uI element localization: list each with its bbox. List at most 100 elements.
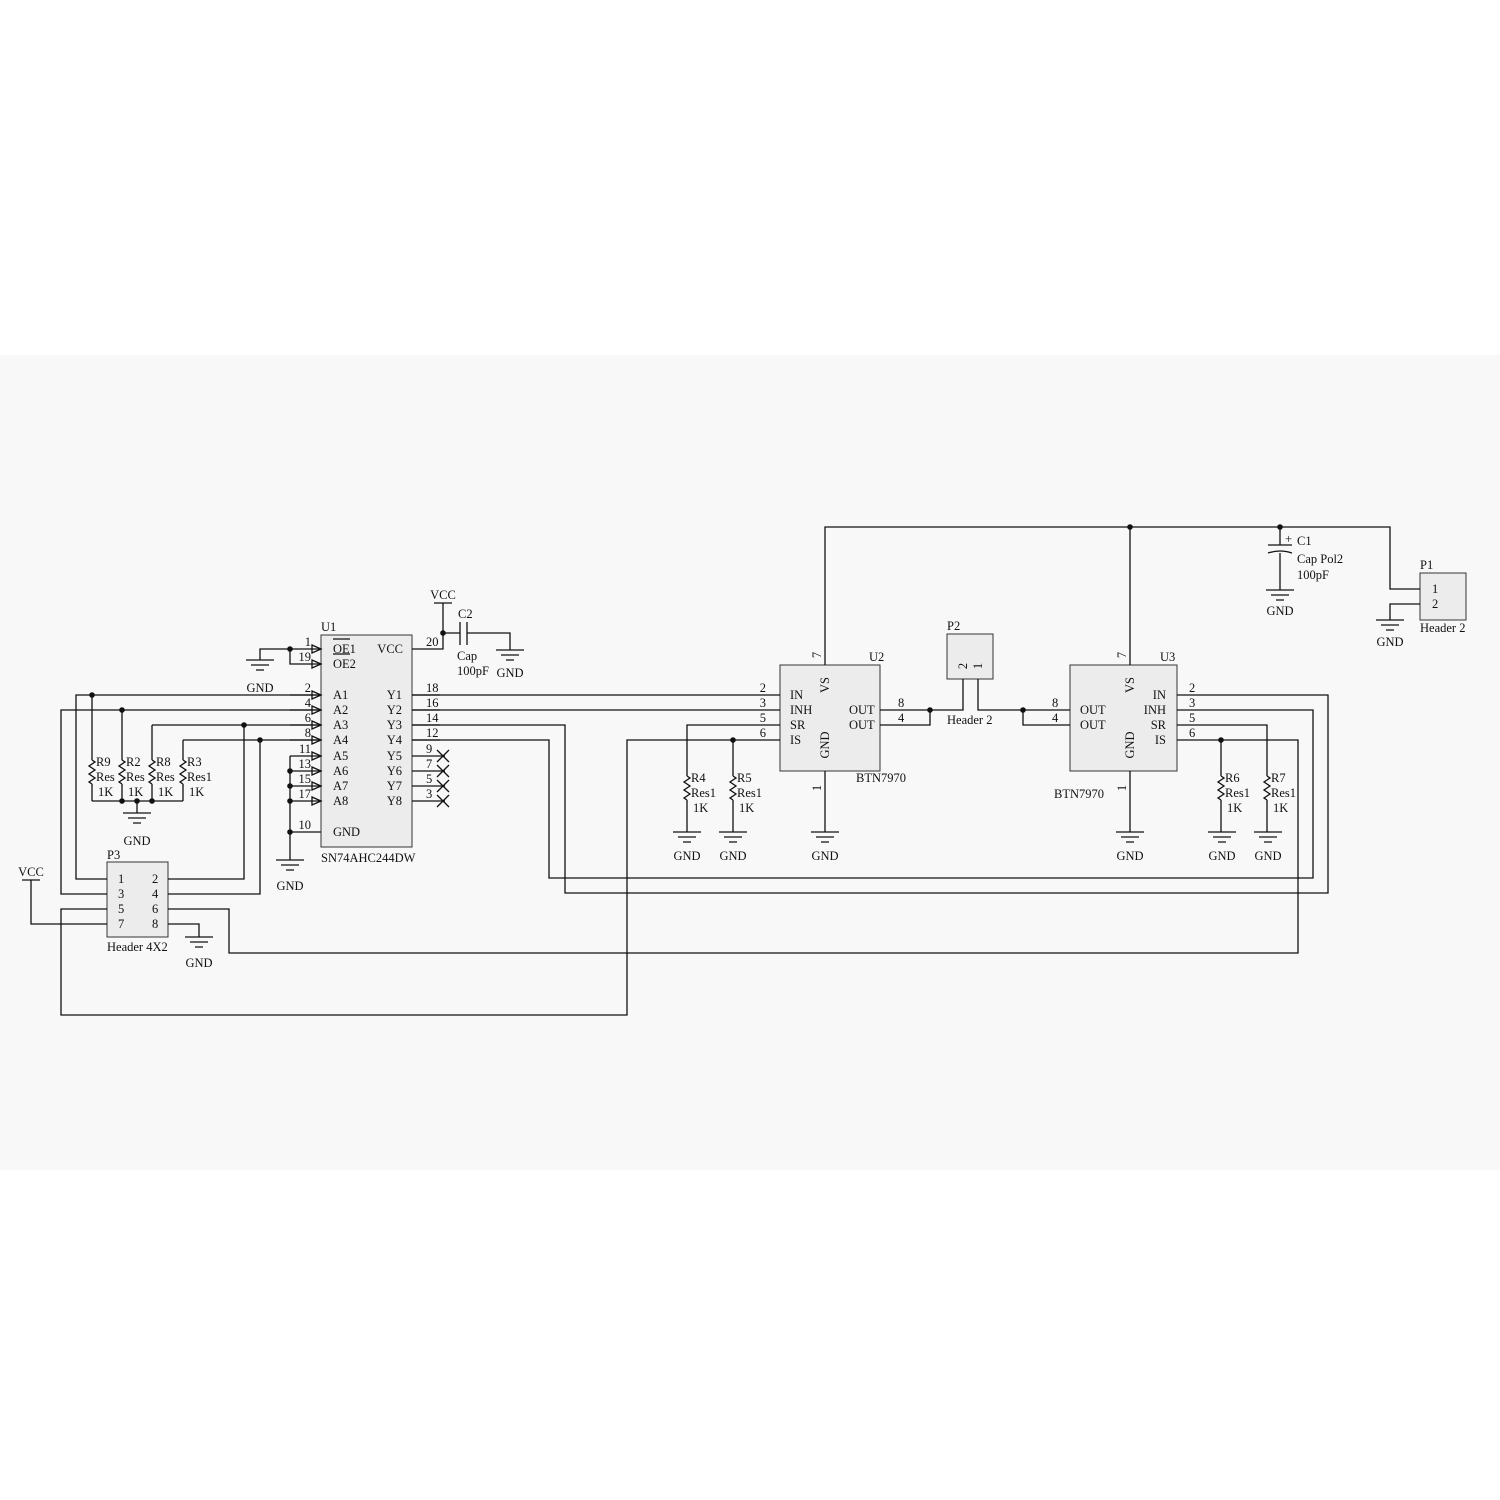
u1-pin-number: 17 (299, 787, 312, 801)
p3-pin-number: 5 (118, 902, 124, 916)
u3-pin-number: 6 (1189, 726, 1195, 740)
junction-dot (730, 737, 736, 743)
input-arrow-icon (311, 795, 323, 807)
u1-pin-name: VCC (377, 642, 403, 656)
junction-dot (287, 646, 293, 652)
oe-overline (333, 638, 350, 655)
c1-polarity: + (1285, 532, 1292, 546)
resistor-ref: R2 (126, 755, 141, 769)
ground-icon (276, 859, 304, 871)
u3-pin-number: 4 (1052, 711, 1059, 725)
wire-p3-7-vcc (30, 880, 107, 925)
resistor-ref: R7 (1271, 771, 1286, 785)
resistor-type: Res (156, 770, 175, 784)
u3-part: BTN7970 (1054, 787, 1104, 801)
ground-icon (1116, 831, 1144, 843)
u3-pin-number: 1 (1115, 785, 1129, 791)
u1-pin-number: 10 (299, 818, 312, 832)
resistor-type: Res (126, 770, 145, 784)
wire-u2-sr (686, 724, 780, 775)
u1-pin-number: 5 (426, 772, 432, 786)
u1-pin-number: 19 (299, 650, 312, 664)
u1-pin-name: A5 (333, 749, 348, 763)
u1-pin-number: 6 (305, 711, 311, 725)
gnd-label: GND (123, 834, 150, 848)
resistor-symbol-icon (147, 759, 157, 785)
u3-pin-name: OUT (1080, 718, 1106, 732)
resistor-ref: R5 (737, 771, 752, 785)
input-arrow-icon (311, 734, 323, 746)
u3-pin-number: 2 (1189, 681, 1195, 695)
u3-ref: U3 (1160, 650, 1175, 664)
p3-body (106, 861, 169, 938)
u1-pin-number: 4 (305, 696, 312, 710)
u1-pin-name: Y1 (387, 688, 402, 702)
c2-type: Cap (457, 649, 477, 663)
gnd-label: GND (673, 849, 700, 863)
wire-p3-8-gnd (168, 923, 200, 937)
resistor-value: 1K (189, 785, 204, 799)
resistor-symbol-icon (1262, 775, 1272, 801)
resistor-value: 1K (1273, 801, 1288, 815)
junction-dot (1020, 707, 1026, 713)
resistor-type: Res (96, 770, 115, 784)
ground-icon (185, 936, 213, 948)
junction-dot (257, 737, 263, 743)
u2-pin-name: IS (790, 733, 801, 747)
ground-icon (123, 812, 151, 824)
u1-pin-number: 9 (426, 742, 432, 756)
u2-pin-number: 6 (760, 726, 766, 740)
u1-body (320, 634, 413, 848)
gnd-label: GND (1208, 849, 1235, 863)
resistor-type: Res1 (1271, 786, 1296, 800)
u3-pin-number: 8 (1052, 696, 1058, 710)
p3-ref: P3 (107, 848, 120, 862)
u2-body (779, 664, 881, 772)
p2-ref: P2 (947, 619, 960, 633)
resistor-type: Res1 (737, 786, 762, 800)
u2-pin-number: 8 (898, 696, 904, 710)
u3-body (1069, 664, 1178, 772)
p3-pin-number: 6 (152, 902, 158, 916)
u2-pin-name: IN (790, 688, 803, 702)
resistor-ref: R9 (96, 755, 111, 769)
u3-pin-number: 7 (1115, 652, 1129, 658)
u1-part: SN74AHC244DW (321, 851, 416, 865)
u1-pin-number: 2 (305, 681, 311, 695)
ground-icon (1266, 589, 1294, 601)
resistor-ref: R6 (1225, 771, 1240, 785)
u3-pin-number: 5 (1189, 711, 1195, 725)
p1-pin-number: 2 (1432, 597, 1438, 611)
ground-icon (246, 659, 274, 671)
u2-pin-number: 4 (898, 711, 905, 725)
wires (22, 526, 1420, 1016)
vcc-bars (22, 602, 452, 881)
u1-pin-name: A2 (333, 703, 348, 717)
resistor-type: Res1 (1225, 786, 1250, 800)
gnd-label: GND (811, 849, 838, 863)
u1-pin-number: 14 (426, 711, 439, 725)
resistor-ref: R4 (691, 771, 706, 785)
gnd-label: GND (496, 666, 523, 680)
wire-a3-p3 (168, 725, 245, 880)
u1-pin-name: OE2 (333, 657, 356, 671)
u2-pin-name: OUT (849, 703, 875, 717)
u3-pin-name: VS (1123, 677, 1137, 693)
ground-icon (1208, 831, 1236, 843)
p3-pin-number: 3 (118, 887, 124, 901)
c1-ref: C1 (1297, 534, 1312, 548)
u1-pin-number: 1 (305, 635, 311, 649)
resistor-ref: R8 (156, 755, 171, 769)
u3-pin-number: 3 (1189, 696, 1195, 710)
resistor-value: 1K (1227, 801, 1242, 815)
ground-icon (1376, 619, 1404, 631)
resistor-value: 1K (158, 785, 173, 799)
c1-plates (1267, 544, 1293, 554)
ground-icon (1254, 831, 1282, 843)
u1-pin-name: A8 (333, 794, 348, 808)
gnd-label: GND (246, 681, 273, 695)
u1-pin-name: OE1 (333, 642, 356, 656)
p1-ref: P1 (1420, 558, 1433, 572)
p3-pin-number: 8 (152, 917, 158, 931)
